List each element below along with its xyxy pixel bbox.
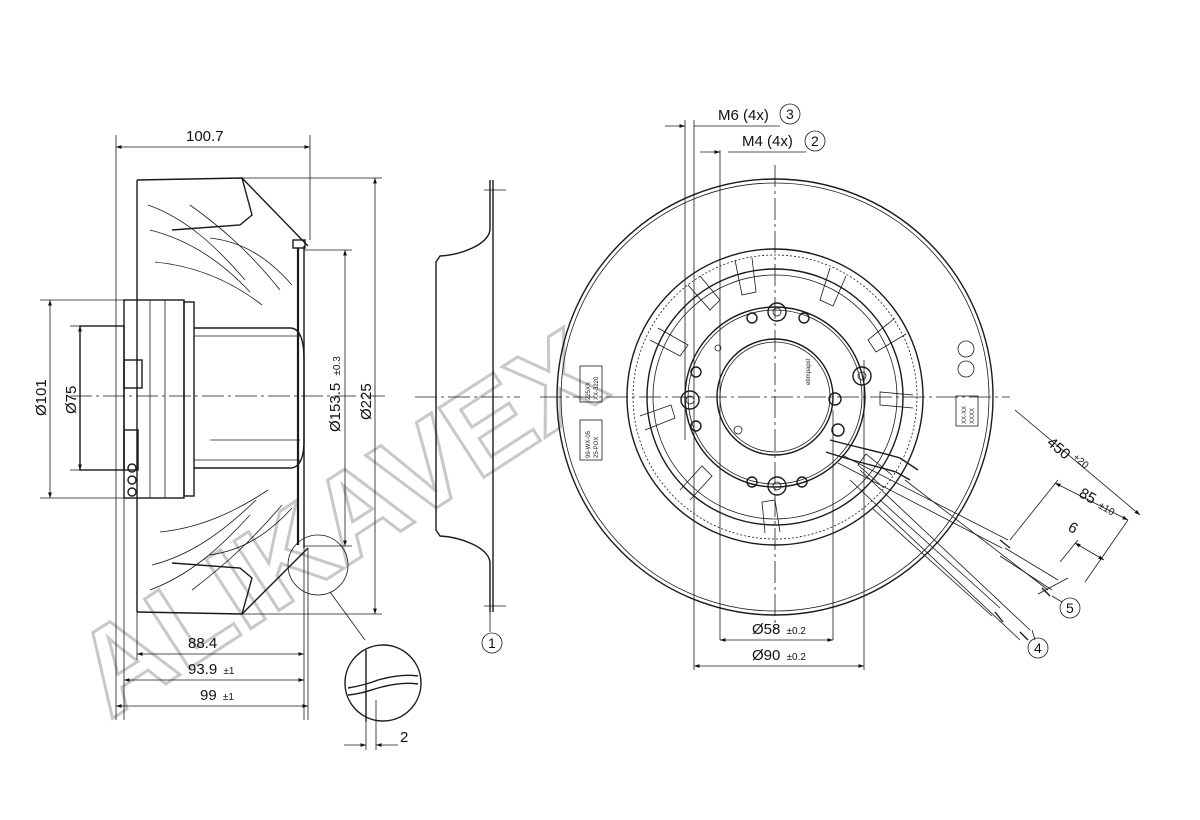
svg-text:93.9 ±1: 93.9 ±1 (188, 661, 235, 678)
front-callouts: 4 5 (1027, 595, 1081, 659)
dim-hub-diameters: Ø58 ±0.2 Ø90 ±0.2 (694, 621, 864, 668)
thread-m4: M4 (4x) (742, 133, 793, 150)
dim-93-9-tol: ±1 (223, 666, 234, 677)
product-labels: 225XX XX-3220 99-WX-05 25-POX XX-XX XXXX… (579, 340, 979, 461)
dim-450: 450 (1043, 434, 1073, 463)
dim-2: 2 (400, 729, 408, 746)
callout-3-circle (779, 103, 801, 125)
dim-dia-101: Ø101 (33, 299, 124, 499)
inlet-ring-section: 1 (415, 180, 520, 654)
shroud-inner (626, 248, 924, 546)
impeller-disc (556, 178, 994, 616)
dim-99-tol: ±1 (223, 692, 234, 703)
mounting-bosses (680, 302, 872, 496)
callout-2-circle (804, 130, 826, 152)
dim-450-tol: +20 (1070, 452, 1090, 472)
label-left-b: XX-3220 (594, 376, 600, 400)
dim-dia-225: Ø225 (242, 177, 382, 615)
dim-225-text: Ø225 (358, 383, 375, 420)
motor-body (79, 299, 305, 499)
brand-label: ebmpapst (806, 358, 812, 385)
callout-4-circle (1027, 637, 1049, 659)
front-view: 225XX XX-3220 99-WX-05 25-POX XX-XX XXXX… (540, 103, 1141, 670)
dim-85: 85 (1076, 485, 1099, 508)
label-left-a: 225XX (586, 382, 592, 400)
dim-width-overall: 100.7 (115, 128, 311, 300)
callout-3: 3 (786, 106, 794, 122)
detail-zone: 2 (287, 534, 422, 750)
label-right-a: XX-XX (962, 406, 968, 424)
callout-2: 2 (811, 133, 819, 149)
dim-depths: 88.4 93.9 ±1 99 ±1 (115, 300, 309, 720)
cert-mark-icon (957, 360, 975, 378)
dim-101-text: Ø101 (33, 379, 50, 416)
callout-5-circle (1059, 597, 1081, 619)
dim-strip: 85 ±10 6 (1009, 479, 1129, 583)
label-left-d: 25-POX (594, 437, 600, 458)
callout-5: 5 (1066, 600, 1074, 616)
dim-99: 99 (200, 687, 217, 704)
svg-text:Ø90 ±0.2: Ø90 ±0.2 (752, 647, 806, 664)
svg-text:85 ±10: 85 ±10 (1076, 485, 1119, 520)
svg-text:Ø153.5 ±0.3: Ø153.5 ±0.3 (327, 356, 344, 432)
svg-text:450 +20: 450 +20 (1043, 433, 1090, 477)
callout-1: 1 (488, 635, 496, 651)
dim-dia-75: Ø75 (63, 325, 82, 471)
callout-4: 4 (1034, 640, 1042, 656)
dim-85-tol: ±10 (1096, 501, 1116, 519)
label-left-c: 99-WX-05 (586, 430, 592, 458)
cert-mark-icon (957, 340, 975, 358)
blade-ribs (639, 257, 914, 534)
side-view: 100.7 Ø101 Ø75 Ø153.5 ±0.3 (33, 128, 422, 750)
dim-dia-153-5: Ø153.5 ±0.3 (304, 249, 352, 547)
dim-75-text: Ø75 (63, 386, 80, 414)
dim-90: Ø90 (752, 647, 780, 664)
svg-text:99 ±1: 99 ±1 (200, 687, 234, 704)
thread-m6: M6 (4x) (718, 107, 769, 124)
dim-90-tol: ±0.2 (787, 652, 807, 663)
impeller-outline (136, 177, 309, 615)
dim-58-tol: ±0.2 (787, 626, 807, 637)
svg-text:Ø58 ±0.2: Ø58 ±0.2 (752, 621, 806, 638)
dim-58: Ø58 (752, 621, 780, 638)
thread-callouts: M6 (4x) 3 M4 (4x) 2 (665, 103, 865, 670)
dim-6: 6 (1065, 519, 1081, 538)
label-right-b: XXXX (970, 408, 976, 424)
dim-93-9: 93.9 (188, 661, 217, 678)
callout-1-circle (481, 632, 503, 654)
dim-100-7: 100.7 (186, 128, 224, 145)
dim-153-5-tol: ±0.3 (332, 356, 343, 376)
cable-bundle (825, 439, 1069, 641)
dim-153-5-text: Ø153.5 (327, 383, 344, 432)
dim-88-4: 88.4 (188, 635, 217, 652)
